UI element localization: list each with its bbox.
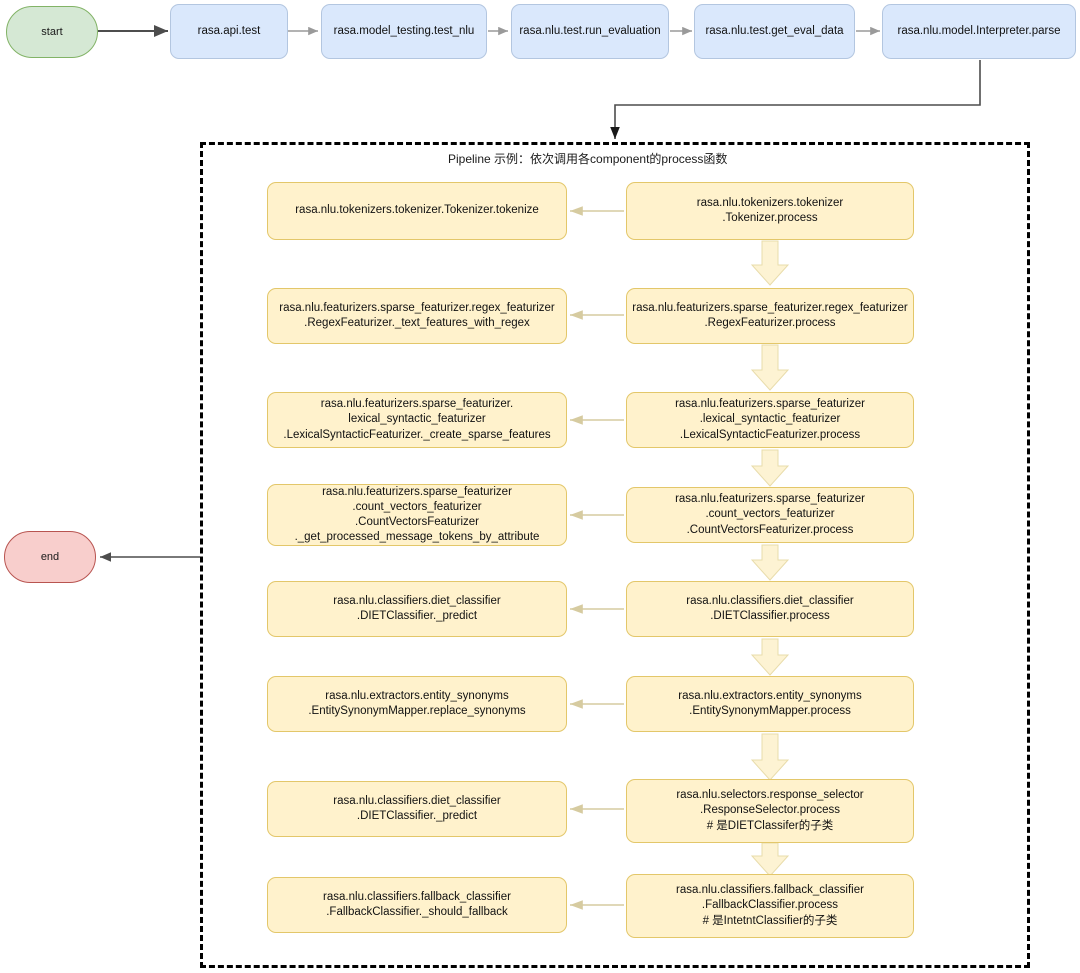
- node-call-label: rasa.nlu.test.run_evaluation: [519, 24, 661, 37]
- pipeline-group-box: [200, 142, 1030, 968]
- node-start-label: start: [41, 25, 63, 38]
- node-pipeline-process-2[interactable]: rasa.nlu.featurizers.sparse_featurizer .…: [626, 392, 914, 448]
- node-label: rasa.nlu.classifiers.diet_classifier .DI…: [333, 594, 501, 622]
- node-pipeline-inner-2[interactable]: rasa.nlu.featurizers.sparse_featurizer. …: [267, 392, 567, 448]
- node-call-nlu-test-run-evaluation[interactable]: rasa.nlu.test.run_evaluation: [511, 4, 669, 59]
- node-pipeline-process-3[interactable]: rasa.nlu.featurizers.sparse_featurizer .…: [626, 487, 914, 543]
- node-call-label: rasa.model_testing.test_nlu: [333, 24, 475, 37]
- node-pipeline-inner-7[interactable]: rasa.nlu.classifiers.fallback_classifier…: [267, 877, 567, 933]
- node-label: rasa.nlu.featurizers.sparse_featurizer .…: [294, 485, 540, 544]
- node-call-nlu-model-interpreter-parse[interactable]: rasa.nlu.model.Interpreter.parse: [882, 4, 1076, 59]
- node-label: rasa.nlu.featurizers.sparse_featurizer. …: [283, 398, 551, 441]
- edge-interpreter-parse-to-pipeline-group: [610, 60, 981, 139]
- node-call-label: rasa.nlu.test.get_eval_data: [705, 24, 844, 37]
- node-pipeline-process-6[interactable]: rasa.nlu.selectors.response_selector .Re…: [626, 779, 914, 843]
- node-label: rasa.nlu.tokenizers.tokenizer.Tokenizer.…: [295, 204, 539, 217]
- node-label: rasa.nlu.tokenizers.tokenizer .Tokenizer…: [696, 196, 844, 224]
- node-end-label: end: [40, 550, 60, 563]
- node-pipeline-inner-0[interactable]: rasa.nlu.tokenizers.tokenizer.Tokenizer.…: [267, 182, 567, 240]
- node-pipeline-process-1[interactable]: rasa.nlu.featurizers.sparse_featurizer.r…: [626, 288, 914, 344]
- node-label: rasa.nlu.extractors.entity_synonyms .Ent…: [678, 689, 862, 717]
- node-label: rasa.nlu.featurizers.sparse_featurizer .…: [675, 398, 865, 441]
- node-call-rasa-api-test[interactable]: rasa.api.test: [170, 4, 288, 59]
- node-pipeline-process-4[interactable]: rasa.nlu.classifiers.diet_classifier .DI…: [626, 581, 914, 637]
- node-start[interactable]: start: [6, 6, 98, 58]
- node-pipeline-inner-3[interactable]: rasa.nlu.featurizers.sparse_featurizer .…: [267, 484, 567, 546]
- node-pipeline-process-5[interactable]: rasa.nlu.extractors.entity_synonyms .Ent…: [626, 676, 914, 732]
- node-call-label: rasa.api.test: [197, 24, 261, 37]
- node-call-nlu-test-get-eval-data[interactable]: rasa.nlu.test.get_eval_data: [694, 4, 855, 59]
- node-label: rasa.nlu.featurizers.sparse_featurizer .…: [675, 493, 865, 536]
- node-pipeline-inner-5[interactable]: rasa.nlu.extractors.entity_synonyms .Ent…: [267, 676, 567, 732]
- node-pipeline-inner-4[interactable]: rasa.nlu.classifiers.diet_classifier .DI…: [267, 581, 567, 637]
- node-label: rasa.nlu.classifiers.fallback_classifier…: [676, 884, 864, 927]
- node-label: rasa.nlu.classifiers.fallback_classifier…: [323, 890, 511, 918]
- node-label: rasa.nlu.classifiers.diet_classifier .DI…: [686, 594, 854, 622]
- node-label: rasa.nlu.classifiers.diet_classifier .DI…: [333, 794, 501, 822]
- node-label: rasa.nlu.selectors.response_selector .Re…: [676, 789, 864, 832]
- node-label: rasa.nlu.extractors.entity_synonyms .Ent…: [308, 689, 526, 717]
- node-label: rasa.nlu.featurizers.sparse_featurizer.r…: [632, 301, 908, 329]
- node-pipeline-process-0[interactable]: rasa.nlu.tokenizers.tokenizer .Tokenizer…: [626, 182, 914, 240]
- node-pipeline-process-7[interactable]: rasa.nlu.classifiers.fallback_classifier…: [626, 874, 914, 938]
- node-label: rasa.nlu.featurizers.sparse_featurizer.r…: [279, 301, 555, 329]
- node-call-label: rasa.nlu.model.Interpreter.parse: [897, 24, 1061, 37]
- node-pipeline-inner-1[interactable]: rasa.nlu.featurizers.sparse_featurizer.r…: [267, 288, 567, 344]
- node-pipeline-inner-6[interactable]: rasa.nlu.classifiers.diet_classifier .DI…: [267, 781, 567, 837]
- node-call-model-testing-test-nlu[interactable]: rasa.model_testing.test_nlu: [321, 4, 487, 59]
- node-end[interactable]: end: [4, 531, 96, 583]
- pipeline-group-caption: Pipeline 示例：依次调用各component的process函数: [448, 152, 728, 166]
